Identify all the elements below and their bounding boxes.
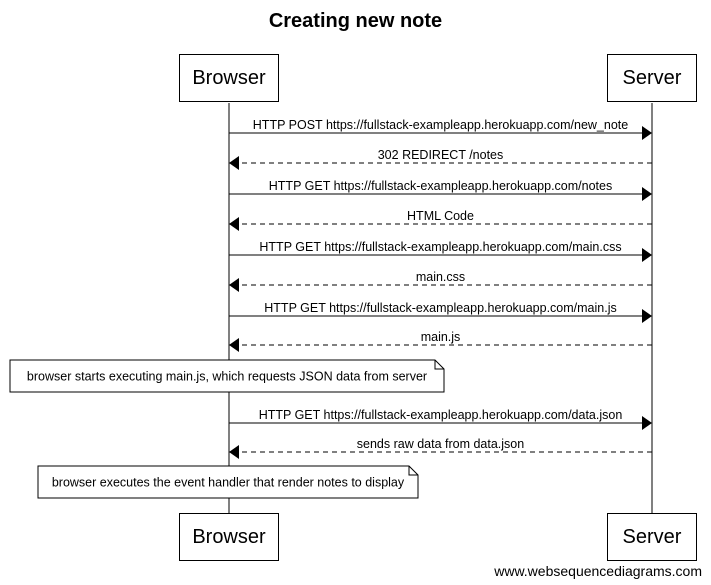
message-arrowhead — [229, 278, 239, 292]
message-label: HTTP GET https://fullstack-exampleapp.he… — [269, 179, 612, 193]
actor-browser-top: Browser — [179, 54, 279, 102]
actor-browser-bottom: Browser — [179, 513, 279, 561]
message-label: HTML Code — [407, 209, 474, 223]
message-arrowhead — [642, 248, 652, 262]
actor-label: Server — [622, 525, 682, 548]
message-4: HTTP GET https://fullstack-exampleapp.he… — [229, 240, 652, 262]
message-arrowhead — [642, 309, 652, 323]
message-label: HTTP GET https://fullstack-exampleapp.he… — [259, 240, 621, 254]
footer-watermark: www.websequencediagrams.com — [494, 563, 702, 579]
actor-server-bottom: Server — [607, 513, 697, 561]
message-label: 302 REDIRECT /notes — [378, 148, 504, 162]
message-arrowhead — [642, 187, 652, 201]
actor-label: Browser — [192, 525, 266, 548]
message-label: sends raw data from data.json — [357, 437, 524, 451]
message-label: HTTP POST https://fullstack-exampleapp.h… — [253, 118, 628, 132]
note-fold — [408, 466, 418, 476]
message-label: main.css — [416, 270, 465, 284]
note-box — [9, 359, 445, 393]
note-fold — [434, 360, 444, 370]
message-arrowhead — [229, 338, 239, 352]
message-label: HTTP GET https://fullstack-exampleapp.he… — [259, 408, 623, 422]
note-text: browser executes the event handler that … — [52, 476, 405, 490]
note-box — [37, 465, 419, 499]
message-9: HTTP GET https://fullstack-exampleapp.he… — [229, 408, 652, 430]
message-10: sends raw data from data.json — [229, 437, 652, 459]
message-arrowhead — [229, 217, 239, 231]
message-arrowhead — [229, 156, 239, 170]
message-6: HTTP GET https://fullstack-exampleapp.he… — [229, 301, 652, 323]
actor-label: Server — [622, 66, 682, 89]
message-2: HTTP GET https://fullstack-exampleapp.he… — [229, 179, 652, 201]
note-11: browser executes the event handler that … — [37, 465, 419, 499]
message-arrowhead — [642, 126, 652, 140]
message-1: 302 REDIRECT /notes — [229, 148, 652, 170]
actor-label: Browser — [192, 66, 266, 89]
message-arrowhead — [229, 445, 239, 459]
message-label: HTTP GET https://fullstack-exampleapp.he… — [264, 301, 616, 315]
note-text: browser starts executing main.js, which … — [27, 370, 427, 384]
message-3: HTML Code — [229, 209, 652, 231]
message-7: main.js — [229, 330, 652, 352]
note-8: browser starts executing main.js, which … — [9, 359, 445, 393]
message-5: main.css — [229, 270, 652, 292]
message-label: main.js — [421, 330, 461, 344]
actor-server-top: Server — [607, 54, 697, 102]
message-arrowhead — [642, 416, 652, 430]
diagram-title: Creating new note — [268, 10, 443, 32]
message-0: HTTP POST https://fullstack-exampleapp.h… — [229, 118, 652, 140]
